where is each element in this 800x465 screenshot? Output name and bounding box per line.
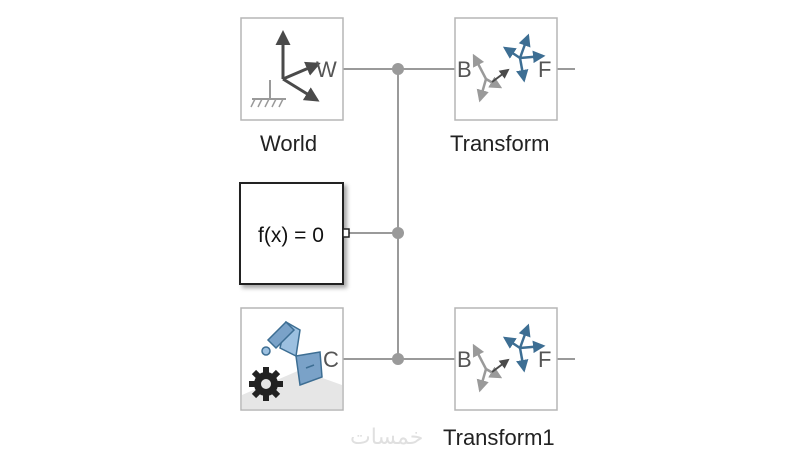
config-port-label: C <box>323 347 339 372</box>
transform-frames-icon <box>472 33 546 103</box>
transform-block[interactable]: B F <box>454 17 558 121</box>
junction-dot[interactable] <box>392 63 404 75</box>
transform1-block[interactable]: B F <box>454 307 558 411</box>
constraint-block[interactable]: f(x) = 0 <box>239 182 350 285</box>
robot-arm-icon <box>261 320 323 387</box>
junction-dot[interactable] <box>392 353 404 365</box>
gear-icon <box>249 367 283 401</box>
junction-dot[interactable] <box>392 227 404 239</box>
transform-port-f: F <box>538 57 551 82</box>
transform1-port-b: B <box>457 347 472 372</box>
world-frame-icon <box>250 30 321 108</box>
mechanism-config-block[interactable]: C <box>240 307 344 411</box>
constraint-expression: f(x) = 0 <box>258 224 324 247</box>
transform1-label: Transform1 <box>443 425 555 450</box>
world-block[interactable]: W <box>240 17 344 121</box>
transform1-port-f: F <box>538 347 551 372</box>
constraint-port[interactable] <box>342 228 350 238</box>
transform-port-b: B <box>457 57 472 82</box>
transform1-frames-icon <box>472 323 546 393</box>
watermark: خمسات <box>350 425 424 450</box>
junction-dots <box>392 63 404 365</box>
world-label: World <box>260 131 318 156</box>
world-port-label: W <box>316 57 337 82</box>
transform-label: Transform <box>450 131 550 156</box>
